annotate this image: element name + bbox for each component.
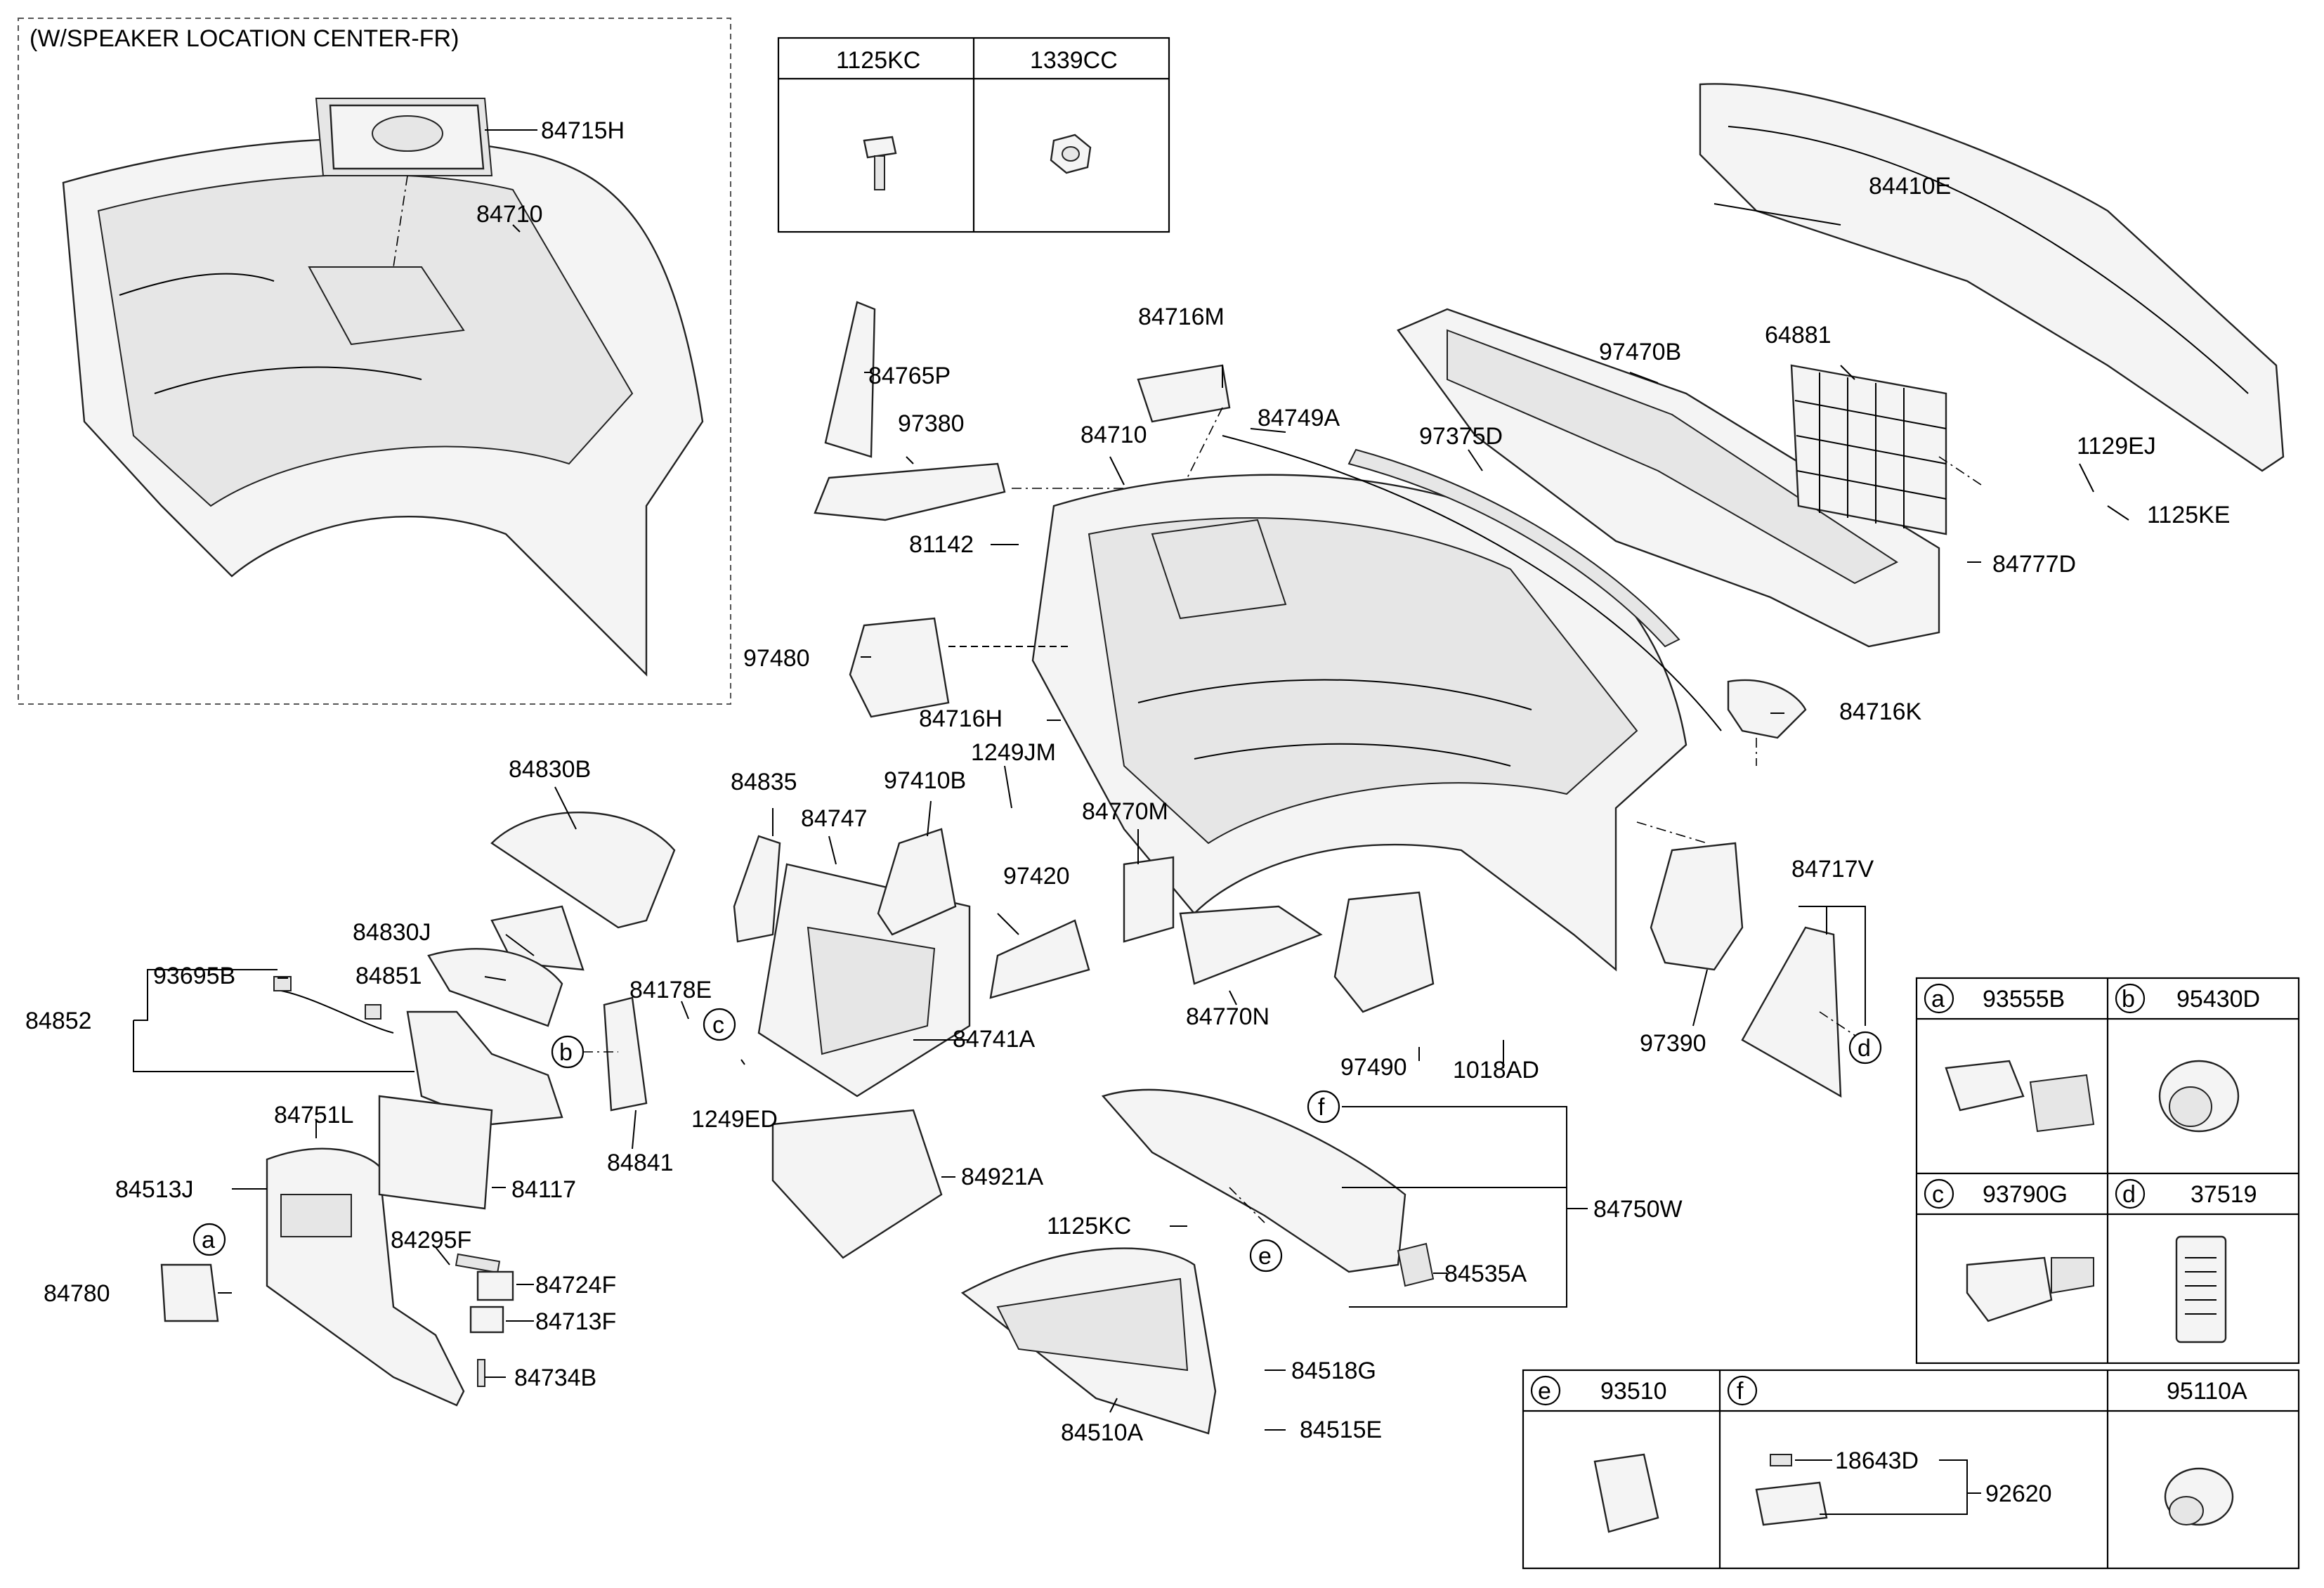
inset-note: (W/SPEAKER LOCATION CENTER-FR) bbox=[30, 25, 459, 52]
label-84770N: 84770N bbox=[1186, 1003, 1269, 1030]
label-97490: 97490 bbox=[1340, 1054, 1407, 1081]
label-84830B: 84830B bbox=[509, 756, 591, 783]
part-labels: 84716M 84765P 84410E 97470B 64881 97380 … bbox=[25, 173, 2230, 1446]
label-84841: 84841 bbox=[607, 1150, 674, 1176]
label-97480: 97480 bbox=[743, 645, 810, 672]
label-1125KC: 1125KC bbox=[1047, 1213, 1131, 1239]
label-81142: 81142 bbox=[909, 531, 974, 558]
svg-text:d: d bbox=[1858, 1035, 1871, 1062]
svg-text:f: f bbox=[1318, 1094, 1325, 1121]
legend-code-f: 95110A bbox=[2167, 1378, 2247, 1405]
label-84777D: 84777D bbox=[1992, 551, 2076, 578]
inset-dashboard-illustration bbox=[62, 98, 704, 677]
label-1249JM: 1249JM bbox=[971, 739, 1056, 766]
label-84921A: 84921A bbox=[961, 1164, 1044, 1190]
callout-c: c bbox=[703, 1008, 736, 1041]
label-84747: 84747 bbox=[801, 805, 868, 832]
main-dashboard-illustration bbox=[1031, 474, 1687, 972]
svg-text:c: c bbox=[712, 1012, 724, 1039]
socket-b-icon bbox=[2158, 1060, 2240, 1133]
fastener-header-1125KC: 1125KC bbox=[836, 47, 920, 74]
label-84852: 84852 bbox=[25, 1008, 92, 1034]
label-84518G: 84518G bbox=[1291, 1358, 1376, 1384]
label-84835: 84835 bbox=[731, 769, 797, 795]
label-84716K: 84716K bbox=[1839, 698, 1922, 725]
legend-code-b: 95430D bbox=[2176, 986, 2260, 1013]
speaker-variant-inset bbox=[18, 18, 731, 705]
label-84830J: 84830J bbox=[353, 919, 431, 946]
leader-lines bbox=[133, 203, 2129, 1431]
label-84710-inset: 84710 bbox=[476, 201, 543, 228]
label-93695B: 93695B bbox=[153, 963, 235, 989]
label-84513J: 84513J bbox=[115, 1176, 194, 1203]
label-84749A: 84749A bbox=[1258, 405, 1340, 431]
callout-e: e bbox=[1249, 1239, 1283, 1273]
label-84715H: 84715H bbox=[541, 117, 625, 144]
label-97380: 97380 bbox=[898, 410, 965, 437]
label-84410E: 84410E bbox=[1869, 173, 1951, 200]
callout-a: a bbox=[192, 1223, 226, 1256]
label-84765P: 84765P bbox=[868, 363, 951, 389]
label-97470B: 97470B bbox=[1599, 339, 1681, 365]
fastener-table: 1125KC 1339CC bbox=[777, 37, 1170, 233]
label-84717V: 84717V bbox=[1791, 856, 1874, 883]
label-84734B: 84734B bbox=[514, 1365, 596, 1391]
svg-text:b: b bbox=[559, 1039, 573, 1066]
label-84535A: 84535A bbox=[1444, 1261, 1527, 1287]
legend-sub-92620: 92620 bbox=[1985, 1480, 2052, 1507]
legend-code-e: 93510 bbox=[1600, 1378, 1667, 1405]
connector-c-icon bbox=[1966, 1256, 2094, 1322]
label-84724F: 84724F bbox=[535, 1272, 616, 1299]
fastener-header-1339CC: 1339CC bbox=[1030, 47, 1118, 74]
label-84716H: 84716H bbox=[919, 705, 1003, 732]
label-1129EJ: 1129EJ bbox=[2077, 433, 2156, 460]
callout-b: b bbox=[551, 1035, 618, 1069]
legend-code-a: 93555B bbox=[1983, 986, 2065, 1013]
legend-table: a 93555B b 95430D c 93790G d 37519 e 935… bbox=[1522, 977, 2300, 1570]
label-84710: 84710 bbox=[1081, 422, 1147, 448]
lighter-f-icon bbox=[2164, 1467, 2234, 1526]
label-97410B: 97410B bbox=[884, 767, 966, 794]
label-84515E: 84515E bbox=[1300, 1417, 1382, 1443]
svg-text:a: a bbox=[202, 1227, 215, 1254]
label-1249ED: 1249ED bbox=[691, 1106, 778, 1133]
lamp-assembly-f-icon bbox=[1755, 1454, 1981, 1526]
label-84510A: 84510A bbox=[1061, 1419, 1144, 1446]
label-84178E: 84178E bbox=[629, 977, 712, 1003]
legend-key-d: d bbox=[2122, 1181, 2136, 1208]
legend-key-c: c bbox=[1932, 1181, 1944, 1208]
label-84716M: 84716M bbox=[1138, 304, 1225, 330]
bolt-icon bbox=[863, 136, 897, 190]
label-84780: 84780 bbox=[44, 1280, 110, 1307]
callout-f: f bbox=[1307, 1090, 1340, 1124]
label-84851: 84851 bbox=[355, 963, 422, 989]
legend-sub-18643D: 18643D bbox=[1835, 1447, 1919, 1474]
label-84751L: 84751L bbox=[274, 1102, 353, 1128]
label-84741A: 84741A bbox=[953, 1026, 1036, 1053]
label-84295F: 84295F bbox=[391, 1227, 471, 1254]
legend-key-b: b bbox=[2122, 986, 2135, 1013]
label-97420: 97420 bbox=[1003, 863, 1070, 890]
label-84750W: 84750W bbox=[1593, 1196, 1683, 1223]
label-64881: 64881 bbox=[1765, 322, 1832, 349]
switch-e-icon bbox=[1593, 1453, 1659, 1533]
legend-code-c: 93790G bbox=[1983, 1181, 2068, 1208]
legend-key-e: e bbox=[1538, 1378, 1551, 1405]
legend-code-d: 37519 bbox=[2191, 1181, 2257, 1208]
legend-key-f: f bbox=[1737, 1378, 1744, 1405]
label-1125KE: 1125KE bbox=[2147, 502, 2230, 528]
callout-d: d bbox=[1848, 1031, 1882, 1065]
svg-text:e: e bbox=[1258, 1243, 1272, 1270]
label-97375D: 97375D bbox=[1419, 423, 1503, 450]
label-97390: 97390 bbox=[1640, 1030, 1706, 1057]
label-84117: 84117 bbox=[511, 1176, 576, 1203]
label-84770M: 84770M bbox=[1082, 798, 1168, 825]
switch-a-icon bbox=[1945, 1060, 2095, 1133]
legend-key-a: a bbox=[1931, 986, 1945, 1013]
label-84713F: 84713F bbox=[535, 1308, 616, 1335]
label-card-d-icon bbox=[2175, 1235, 2227, 1343]
nut-icon bbox=[1050, 134, 1092, 174]
label-1018AD: 1018AD bbox=[1453, 1057, 1539, 1083]
